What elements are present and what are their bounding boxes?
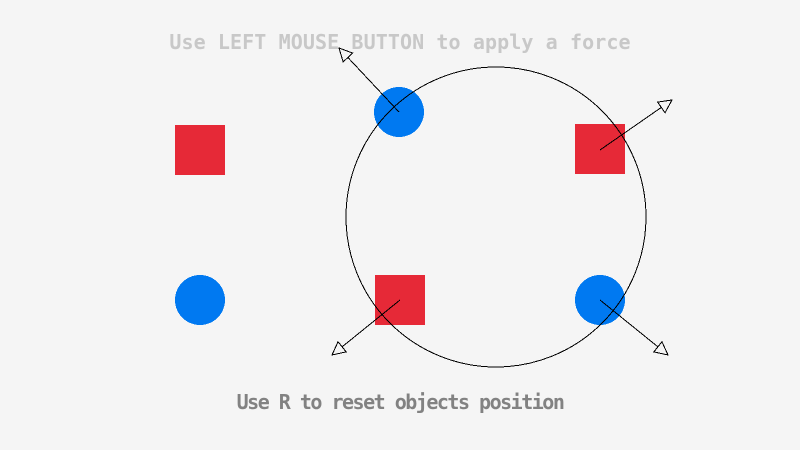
- force-arrow-right-square-line: [599, 107, 662, 151]
- instruction-apply-force: Use LEFT MOUSE BUTTON to apply a force: [169, 30, 631, 54]
- instruction-reset: Use R to reset objects position: [236, 390, 565, 414]
- force-arrow-right-circle-head: [652, 340, 669, 356]
- boundary-circle: [345, 66, 647, 368]
- blue-circle-left[interactable]: [175, 275, 225, 325]
- force-arrow-center-square-line: [341, 299, 401, 348]
- force-arrow-right-circle-line: [599, 299, 659, 348]
- force-arrow-top-circle-head: [338, 47, 354, 63]
- red-square-left[interactable]: [175, 125, 225, 175]
- force-arrow-top-circle-line: [347, 57, 400, 113]
- force-arrow-center-square-head: [331, 340, 348, 356]
- red-square-right[interactable]: [575, 124, 625, 174]
- force-arrow-right-square-head: [656, 99, 673, 114]
